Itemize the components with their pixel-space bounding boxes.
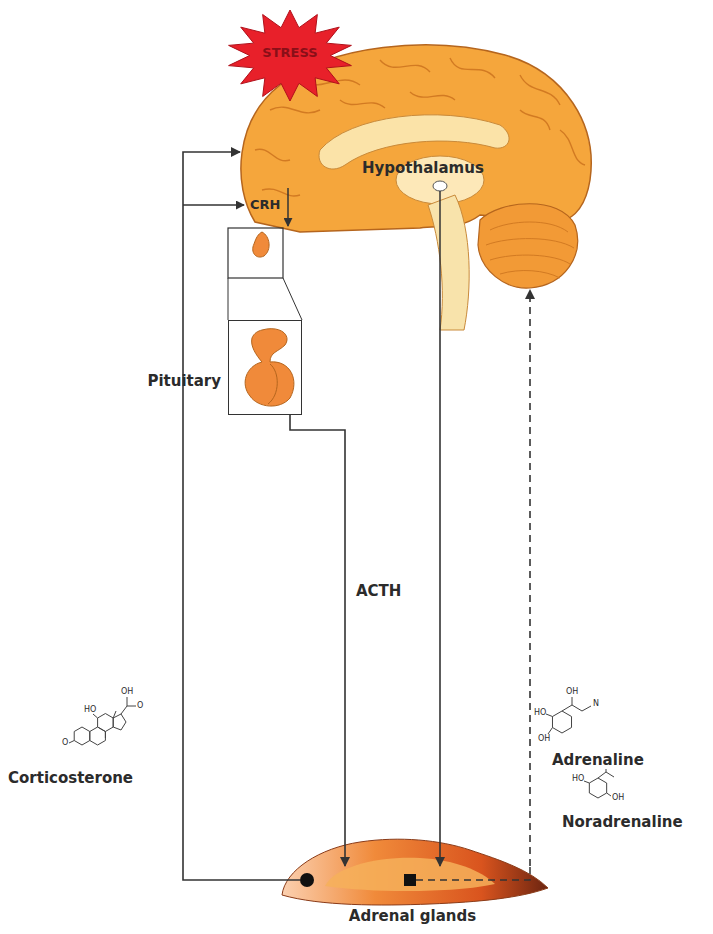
hormone-label: Noradrenaline: [562, 814, 683, 831]
atom-label: O: [137, 702, 143, 711]
crh-arrow: [287, 188, 289, 226]
atom-label: HO: [572, 775, 584, 784]
cerebellum: [478, 204, 578, 288]
atom-label: OH: [612, 794, 624, 803]
brain-region: Hypothalamus: [240, 40, 585, 290]
atom-label: OH: [121, 688, 133, 697]
neural-line: [439, 191, 441, 290]
cerebellum-folds: [486, 222, 574, 278]
node-label: STRESS: [225, 46, 355, 61]
atom-label: OH: [566, 688, 578, 697]
node-label: Pituitary: [147, 373, 221, 390]
lead-line: [275, 879, 300, 881]
hormone-label: CRH: [250, 198, 280, 212]
pituitary-inset: Pituitary: [228, 320, 302, 415]
lead-line: [416, 866, 530, 880]
edge-label: Corticosterone: [8, 770, 133, 787]
atom-label: HO: [84, 706, 96, 715]
node-label: Hypothalamus: [362, 160, 484, 177]
inset-ground: [228, 320, 302, 415]
arrow: [290, 415, 345, 866]
node-label: Adrenal glands: [275, 908, 550, 925]
adrenal-medulla: [325, 858, 495, 891]
zoom-line: [283, 278, 302, 320]
atom-label: HO: [534, 709, 546, 718]
edge-label: ACTH: [356, 583, 401, 600]
atom-label: OH: [538, 735, 550, 744]
atom-label: O: [62, 739, 68, 748]
adrenal-gland: [282, 839, 548, 905]
zoom-box: [228, 228, 283, 278]
arrow: [183, 152, 275, 880]
molecules: [69, 697, 614, 798]
pituitary-small: [253, 232, 269, 257]
cortex-marker: [300, 873, 314, 887]
medulla-marker: [404, 874, 416, 886]
zoom-line: [228, 278, 229, 320]
edge-label: Adrenaline: [552, 752, 644, 769]
pituitary-lobe: [268, 364, 277, 404]
pituitary-gland: [245, 329, 294, 406]
hypothalamus-dot: [433, 181, 447, 191]
dashed-arrow: [529, 290, 531, 866]
stress-burst: STRESS: [225, 8, 355, 103]
atom-label: N: [593, 700, 599, 709]
arrow: [439, 290, 441, 866]
brainstem: [428, 195, 469, 330]
feedback-arrow: [183, 204, 244, 206]
adrenal-glands: Adrenal glands: [275, 866, 550, 906]
